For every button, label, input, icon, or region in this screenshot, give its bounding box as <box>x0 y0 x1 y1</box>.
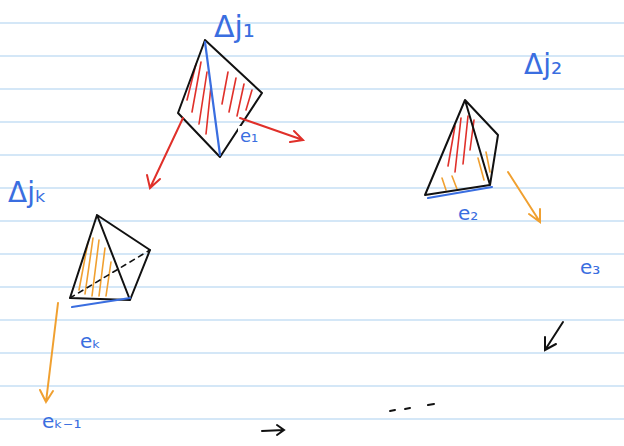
edge-label: eₖ <box>78 330 103 352</box>
ruled-line <box>0 385 624 386</box>
hatch-line <box>246 90 252 110</box>
hatch-line <box>199 72 207 124</box>
hatch-line <box>99 248 105 296</box>
edge-arrow <box>508 172 540 222</box>
dash <box>428 404 434 405</box>
cell-label: Δj₁ <box>212 10 257 43</box>
hatch-line <box>237 84 244 116</box>
edge-arrow <box>40 303 58 402</box>
hatch-line <box>222 72 228 104</box>
tetrahedron <box>147 40 303 188</box>
marked-edge <box>205 42 220 155</box>
tetrahedron <box>425 100 540 222</box>
tetrahedron-outline <box>70 215 150 300</box>
hatch-line <box>442 178 446 190</box>
continuation-arrow <box>262 425 284 435</box>
dash <box>405 408 410 409</box>
face-hatching <box>79 238 111 296</box>
edge-label: e₂ <box>456 202 480 224</box>
cell-label: Δjₖ <box>6 178 49 209</box>
edge-label: e₃ <box>578 256 602 278</box>
ruled-line <box>0 22 624 23</box>
edge-arrow <box>545 322 563 350</box>
ruled-line <box>0 418 624 419</box>
tetrahedron-outline <box>178 40 262 157</box>
cell-label: Δj₂ <box>522 50 564 81</box>
hatch-line <box>455 118 461 172</box>
ruled-line <box>0 220 624 221</box>
tetrahedron <box>40 215 150 402</box>
ellipsis-dashes <box>390 404 434 411</box>
ruled-line <box>0 154 624 155</box>
ruled-line <box>0 121 624 122</box>
normal-arrow <box>147 118 183 188</box>
ruled-line <box>0 319 624 320</box>
hatch-line <box>486 152 490 172</box>
ruled-line <box>0 88 624 89</box>
ruled-line <box>0 187 624 188</box>
edge-label: eₖ₋₁ <box>40 410 83 432</box>
edge-label: e₁ <box>238 126 260 146</box>
hatch-line <box>106 262 111 296</box>
marked-edge <box>72 298 130 307</box>
hatch-line <box>92 240 99 296</box>
hatch-line <box>463 116 468 164</box>
ruled-line <box>0 253 624 254</box>
hidden-edge <box>70 250 150 298</box>
dash <box>390 410 395 411</box>
ruled-lines <box>0 23 624 419</box>
hatch-line <box>206 86 211 134</box>
face-hatching <box>448 116 474 172</box>
hatch-line <box>229 78 236 112</box>
marked-edge <box>428 187 492 198</box>
hatch-line <box>452 176 457 189</box>
tetrahedron-outline <box>425 100 498 195</box>
ruled-line <box>0 352 624 353</box>
